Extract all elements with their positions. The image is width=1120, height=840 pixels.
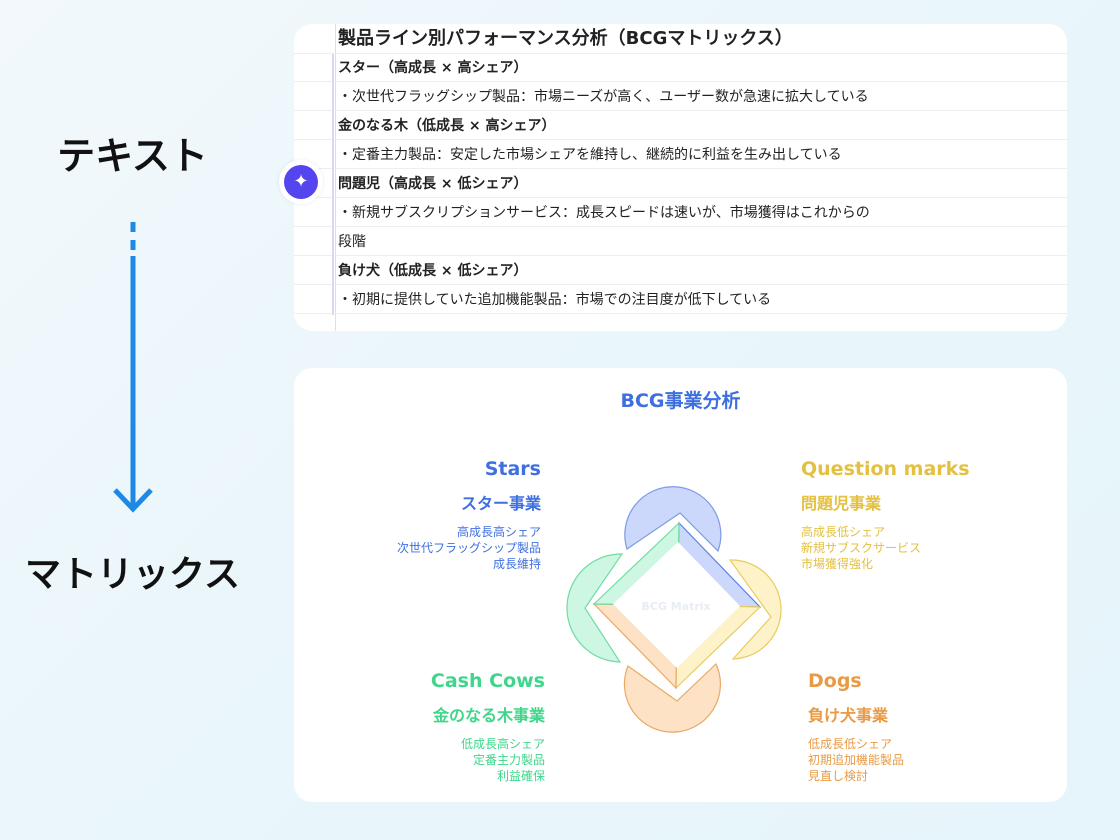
label-matrix: マトリックス <box>25 553 240 595</box>
center-label: BCG Matrix <box>641 600 710 613</box>
diagram-title: BCG事業分析 <box>620 390 741 412</box>
paragraph-line[interactable]: ・新規サブスクリプションサービス：成長スピードは速いが、市場獲得はこれからの <box>294 199 1067 227</box>
stars-label: Stars スター事業 高成長高シェア次世代フラッグシップ製品成長維持 <box>396 458 541 571</box>
sparkle-icon: ✦ <box>284 165 318 199</box>
bcg-diagram: BCG事業分析 BCG Matrix Stars スター事業 高成長高シェア次世… <box>294 368 1067 802</box>
dogs-label: Dogs 負け犬事業 低成長低シェア初期追加機能製品見直し検討 <box>808 670 905 783</box>
question-label: Question marks 問題児事業 高成長低シェア新規サブスクサービス市場… <box>801 458 970 571</box>
question-arc <box>728 559 782 660</box>
section-heading[interactable]: 金のなる木（低成長 × 高シェア） <box>294 112 1067 140</box>
dogs-arc <box>623 662 721 733</box>
matrix-graphic: BCG Matrix <box>566 486 782 733</box>
paragraph-line[interactable]: ・初期に提供していた追加機能製品：市場での注目度が低下している <box>294 286 1067 314</box>
paragraph-line[interactable]: 段階 <box>294 228 1067 256</box>
section-heading[interactable]: 負け犬（低成長 × 低シェア） <box>294 257 1067 285</box>
paragraph-line[interactable]: ・定番主力製品：安定した市場シェアを維持し、継続的に利益を生み出している <box>294 141 1067 169</box>
section-heading[interactable]: スター（高成長 × 高シェア） <box>294 54 1067 82</box>
paragraph-line[interactable]: ・次世代フラッグシップ製品：市場ニーズが高く、ユーザー数が急速に拡大している <box>294 83 1067 111</box>
document-editor[interactable]: 製品ライン別パフォーマンス分析（BCGマトリックス） スター（高成長 × 高シェ… <box>294 24 1067 331</box>
cows-arc <box>566 553 624 663</box>
label-text: テキスト <box>57 133 208 178</box>
doc-title[interactable]: 製品ライン別パフォーマンス分析（BCGマトリックス） <box>294 24 1067 54</box>
section-heading[interactable]: 問題児（高成長 × 低シェア） <box>294 170 1067 198</box>
down-arrow-icon <box>113 222 153 513</box>
ai-assist-button[interactable]: ✦ <box>279 160 323 204</box>
cows-label: Cash Cows 金のなる木事業 低成長高シェア定番主力製品利益確保 <box>430 670 545 783</box>
stars-arc <box>624 486 722 553</box>
